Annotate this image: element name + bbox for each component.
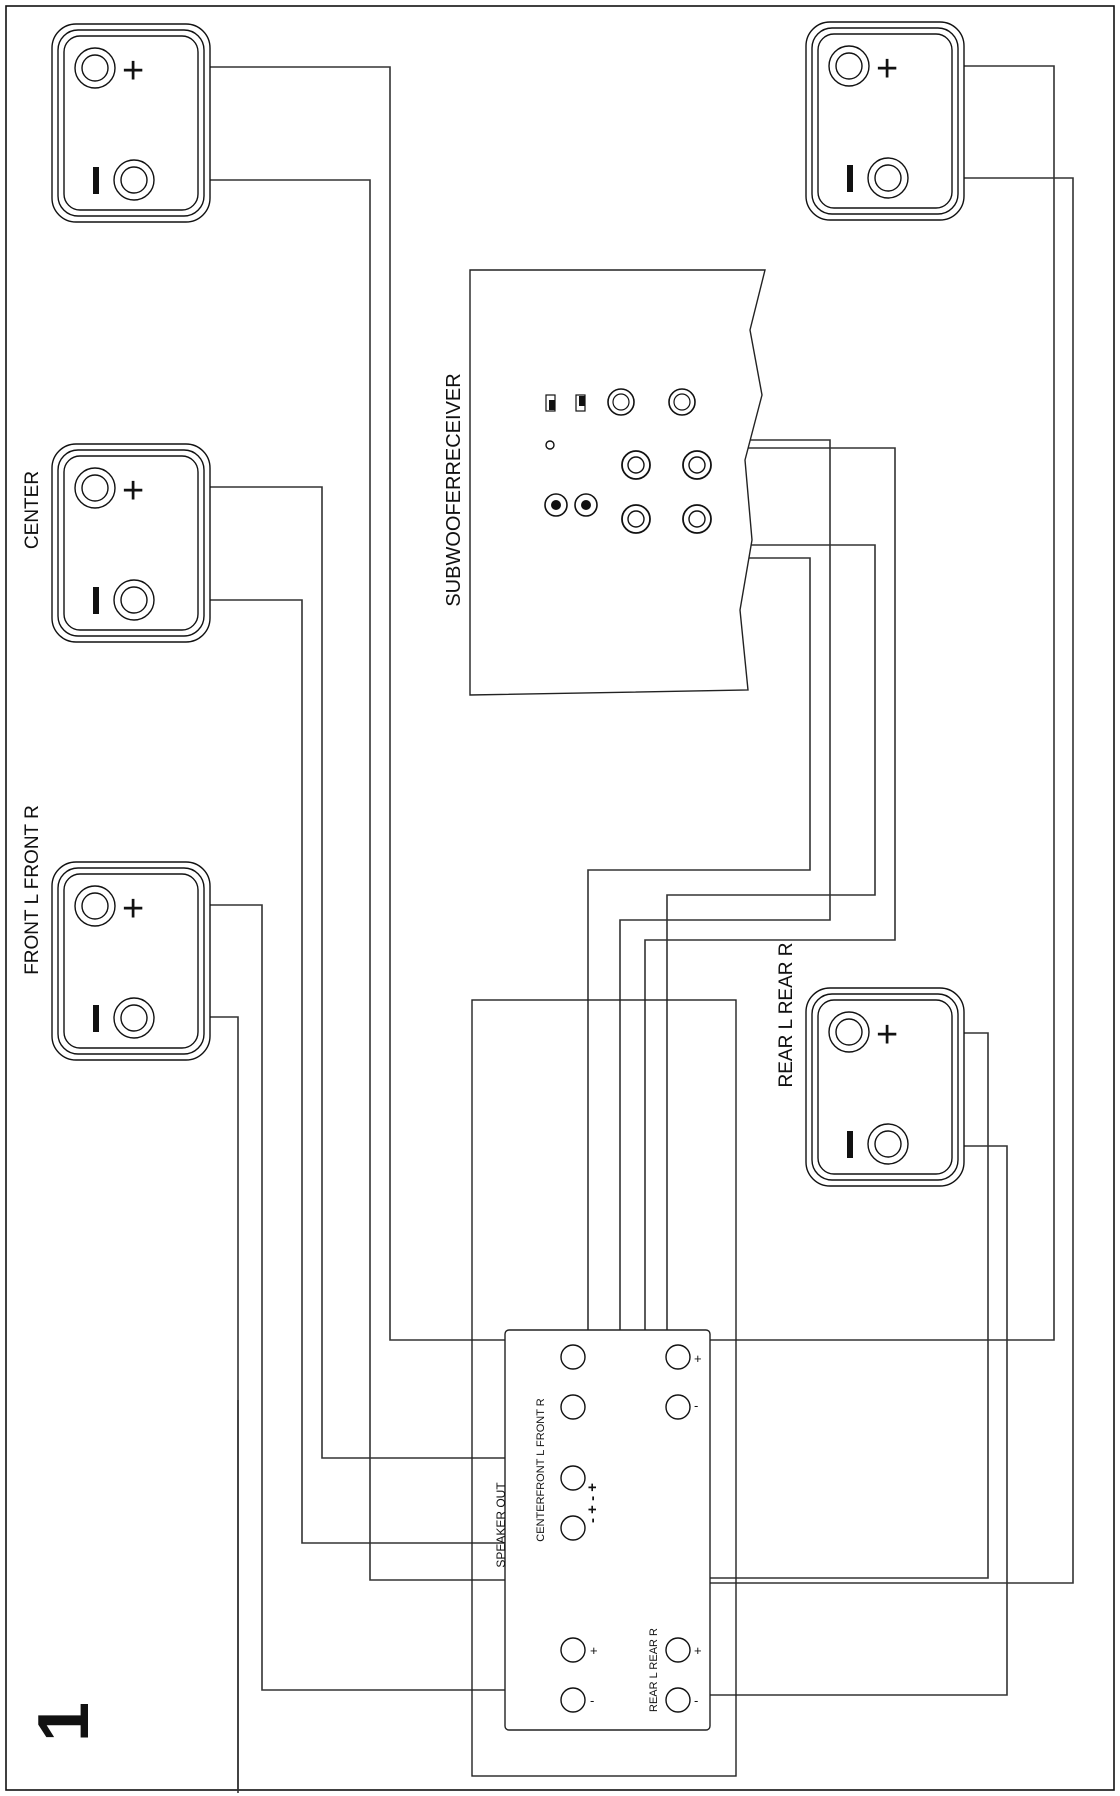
plus-symbol: + xyxy=(876,1014,898,1056)
label-speaker-out: SPEAKER OUT xyxy=(494,1482,508,1568)
recv-terminal-center-plus xyxy=(560,1465,586,1491)
recv-terminal-rear-r-plus xyxy=(665,1637,691,1663)
wire-rear-left-plus xyxy=(705,65,1055,1341)
recv-terminal-rear-l-minus xyxy=(665,1394,691,1420)
recv-terminal-front-l-plus xyxy=(560,1344,586,1370)
label-subwoofer: SUBWOOFERRECEIVER xyxy=(443,373,465,606)
figure-number: 1 xyxy=(24,1702,104,1742)
speaker-rear-right: + xyxy=(805,987,965,1187)
minus-symbol xyxy=(93,1005,99,1032)
recv-terminal-front-l-minus xyxy=(560,1394,586,1420)
label-polarity: - + - + xyxy=(584,1483,601,1523)
recv-plus-rear-r: + xyxy=(694,1643,702,1658)
recv-plus-rear-l: + xyxy=(694,1351,702,1366)
speaker-front-left: + xyxy=(51,23,211,223)
subwoofer-controls xyxy=(544,388,712,534)
recv-terminal-rear-r-minus xyxy=(665,1687,691,1713)
minus-symbol xyxy=(93,587,99,614)
wire-center-plus xyxy=(165,486,570,1459)
recv-minus-front-r: - xyxy=(590,1693,594,1708)
receiver-terminal-panel xyxy=(504,1329,711,1731)
speaker-front-right: + xyxy=(51,861,211,1061)
label-center: CENTER xyxy=(22,471,43,549)
minus-symbol xyxy=(847,1131,853,1158)
power-led xyxy=(545,440,555,450)
wire-front-right-minus xyxy=(165,1016,239,1793)
wire-front-right-plus xyxy=(165,904,570,1691)
wire-front-left-plus xyxy=(165,66,570,1341)
label-center-front: CENTERFRONT L FRONT R xyxy=(535,1398,547,1541)
recv-terminal-rear-l-plus xyxy=(665,1344,691,1370)
plus-symbol: + xyxy=(122,50,144,92)
wire-center-minus xyxy=(165,599,570,1544)
minus-symbol xyxy=(847,165,853,192)
recv-minus-rear-l: - xyxy=(694,1398,698,1413)
speaker-center: + xyxy=(51,443,211,643)
plus-symbol: + xyxy=(122,470,144,512)
page-frame xyxy=(5,5,1115,1791)
speaker-rear-left: + xyxy=(805,21,965,221)
recv-terminal-center-minus xyxy=(560,1515,586,1541)
receiver-terminals: + - + - + - xyxy=(560,1344,702,1713)
plus-symbol: + xyxy=(876,48,898,90)
label-rear: REAR L REAR R xyxy=(776,943,797,1088)
label-rear-small: REAR L REAR R xyxy=(648,1628,660,1712)
wire-rear-left-minus xyxy=(705,177,1074,1584)
recv-terminal-front-r-plus xyxy=(560,1637,586,1663)
subwoofer-panel xyxy=(469,269,766,696)
plus-symbol: + xyxy=(122,888,144,930)
wire-rear-right-minus xyxy=(705,1145,1008,1696)
receiver-outer-panel xyxy=(471,999,737,1777)
wire-front-left-minus xyxy=(165,179,570,1581)
recv-minus-rear-r: - xyxy=(694,1693,698,1708)
label-front: FRONT L FRONT R xyxy=(22,805,43,975)
recv-plus-front-r: + xyxy=(590,1643,598,1658)
recv-terminal-front-r-minus xyxy=(560,1687,586,1713)
minus-symbol xyxy=(93,167,99,194)
